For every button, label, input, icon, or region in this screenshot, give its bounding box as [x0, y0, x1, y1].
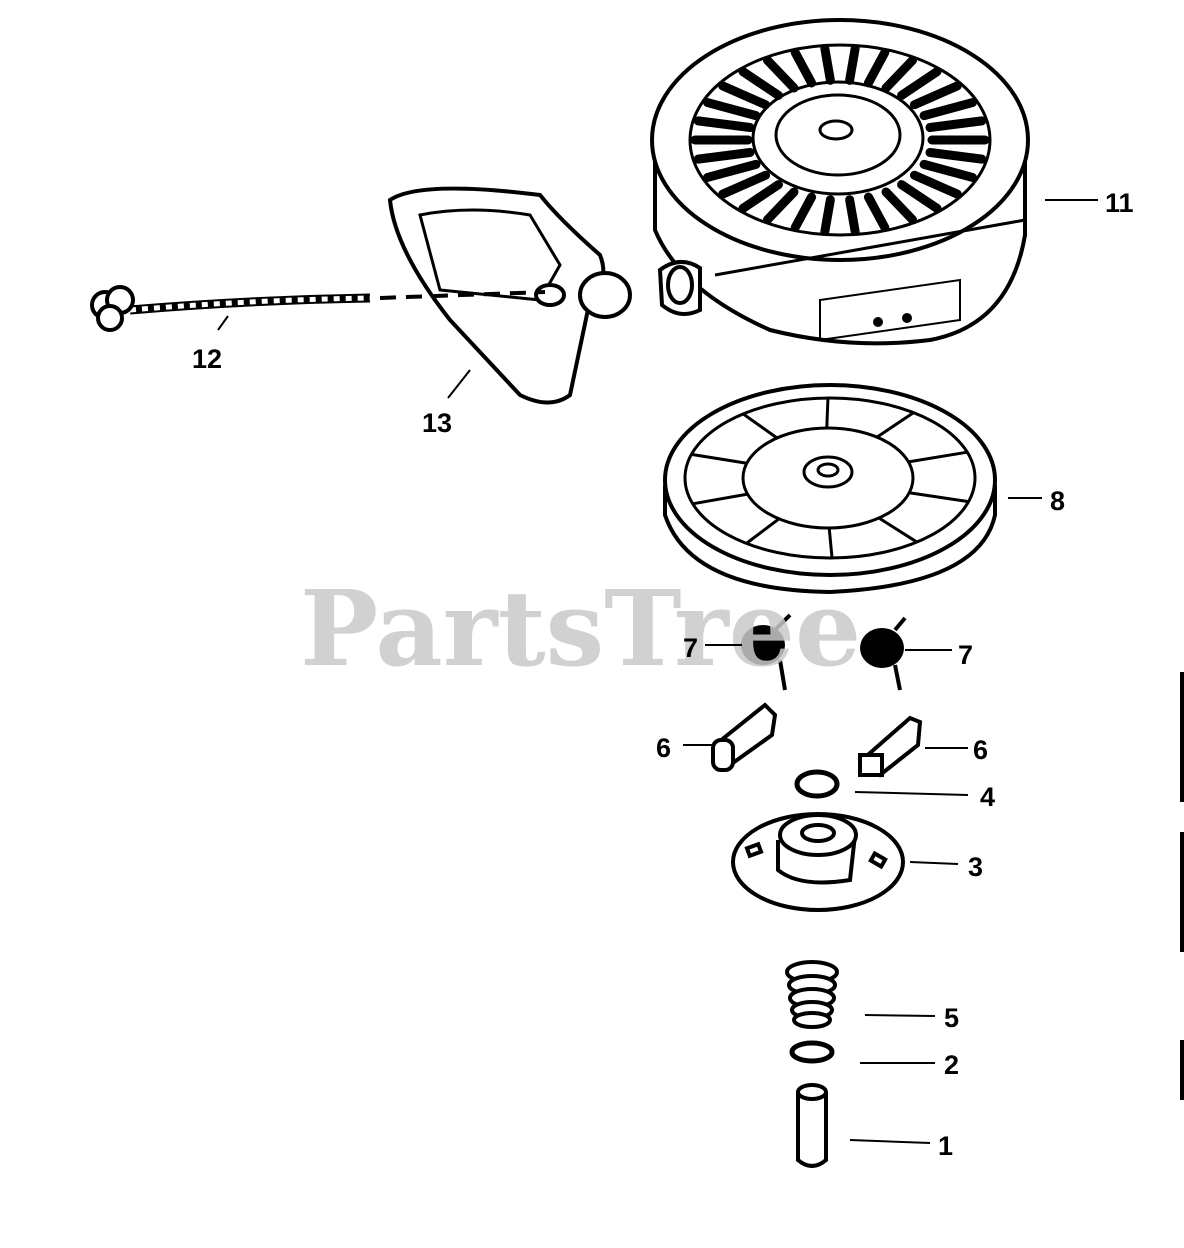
housing-vent [919, 159, 977, 182]
housing-vent [790, 48, 817, 88]
part-12-starter-rope [90, 285, 546, 332]
housing-vent [909, 81, 962, 110]
callout-7-right: 7 [958, 640, 973, 670]
housing-vent [693, 147, 755, 164]
housing-vent [925, 147, 987, 164]
housing-vent [820, 44, 835, 85]
callout-6-left: 6 [656, 733, 671, 763]
pulley-spoke [827, 527, 834, 559]
part-3-retainer [731, 812, 905, 912]
edge-mark-top [1180, 672, 1184, 802]
part-6-pawl-left [711, 702, 778, 772]
callout-1: 1 [938, 1131, 953, 1161]
pulley-spoke [908, 450, 968, 464]
housing-vent [897, 180, 942, 213]
callout-labels: 11 12 13 8 7 7 6 6 4 3 5 2 1 [192, 188, 1134, 1161]
housing-vent [693, 116, 755, 133]
housing-vent [845, 44, 860, 85]
housing-vent [738, 180, 783, 213]
part-7-spring-left [741, 613, 792, 691]
edge-mark-bottom [1180, 1040, 1184, 1100]
pulley-spoke [742, 412, 778, 440]
callout-12: 12 [192, 344, 222, 374]
housing-vent [845, 195, 860, 236]
pulley-spoke [825, 397, 830, 429]
callout-7-left: 7 [683, 633, 698, 663]
part-2-washer [789, 1040, 835, 1064]
edge-mark-middle [1180, 832, 1184, 952]
callout-6-right: 6 [973, 735, 988, 765]
part-5-compression-spring [785, 960, 839, 1029]
pulley-spoke [876, 411, 915, 439]
housing-vent [909, 170, 962, 199]
housing-vent [718, 81, 771, 110]
housing-vent [703, 98, 761, 121]
housing-vent [820, 195, 835, 236]
part-4-washer [794, 769, 840, 799]
housing-vent [881, 187, 917, 225]
pulley-spoke [878, 516, 918, 544]
callout-13: 13 [422, 408, 452, 438]
housing-vent [925, 116, 987, 133]
pulley-spoke [745, 517, 780, 545]
callout-8: 8 [1050, 486, 1065, 516]
housing-vent [703, 159, 761, 182]
part-7-spring-right [860, 616, 907, 691]
callout-5: 5 [944, 1003, 959, 1033]
housing-vent [738, 67, 783, 100]
leader-lines [217, 199, 1098, 1144]
housing-vent [790, 192, 817, 232]
pulley-spoke [691, 452, 748, 465]
housing-vent [881, 55, 917, 93]
housing-vent [897, 67, 942, 100]
part-8-pulley [663, 383, 997, 595]
callout-3: 3 [968, 852, 983, 882]
housing-vent [718, 170, 771, 199]
callout-4: 4 [980, 782, 995, 812]
pulley-spoke [908, 491, 969, 504]
housing-vent [863, 48, 890, 88]
callout-11: 11 [1105, 188, 1134, 218]
housing-vent [919, 98, 977, 121]
housing-vent [763, 55, 799, 93]
part-13-starter-handle [387, 186, 632, 405]
housing-vent [863, 192, 890, 232]
part-1-pin [796, 1083, 828, 1168]
housing-vent [763, 187, 799, 225]
part-11-starter-housing [650, 18, 1030, 346]
pulley-spoke [692, 492, 748, 506]
watermark-parts-tree: PartsTree [300, 567, 861, 690]
callout-2: 2 [944, 1050, 959, 1080]
part-6-pawl-right [858, 715, 923, 778]
